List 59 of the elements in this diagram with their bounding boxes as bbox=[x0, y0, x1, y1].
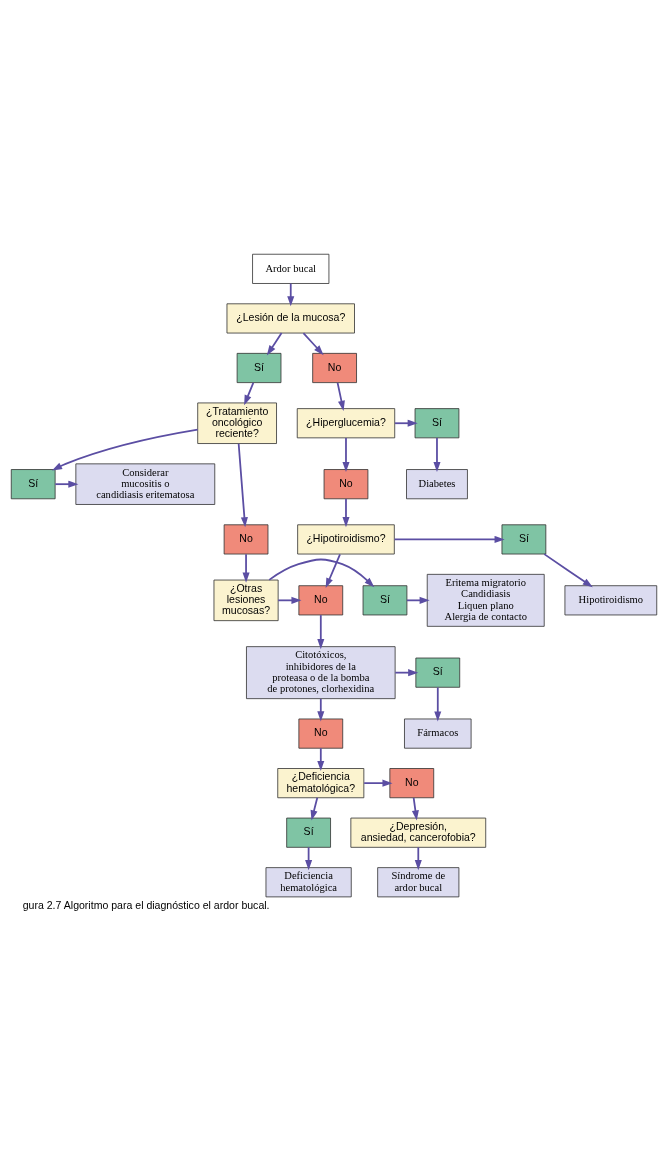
node-box: No bbox=[389, 768, 435, 799]
arrow bbox=[268, 558, 375, 588]
node-box: Deficiencia hematológica bbox=[265, 867, 352, 898]
arrow bbox=[342, 437, 350, 473]
arrow bbox=[302, 332, 324, 356]
arrow bbox=[266, 332, 283, 356]
arrow bbox=[305, 846, 313, 871]
node-box: ¿Otras lesiones mucosas? bbox=[213, 579, 279, 622]
node-box: Sí bbox=[415, 657, 461, 688]
arrow bbox=[406, 596, 430, 604]
node-box: ¿Tratamiento oncológico reciente? bbox=[197, 402, 277, 444]
node-box: Diabetes bbox=[406, 469, 468, 500]
node-box: No bbox=[298, 718, 344, 749]
arrow bbox=[363, 779, 393, 787]
node-box: ¿Depresión, ansiedad, cancerofobia? bbox=[350, 817, 487, 848]
arrow bbox=[317, 614, 325, 650]
node-box: Sí bbox=[10, 469, 56, 500]
arrow bbox=[414, 846, 422, 871]
node-box: No bbox=[312, 352, 357, 383]
arrow bbox=[325, 553, 341, 589]
node-box: No bbox=[323, 469, 369, 500]
node-box: Sí bbox=[501, 524, 547, 555]
arrow bbox=[242, 553, 250, 583]
arrow bbox=[543, 553, 593, 588]
arrow bbox=[393, 535, 505, 543]
arrow bbox=[394, 419, 418, 427]
arrow bbox=[342, 498, 350, 528]
node-box: ¿Hiperglucemia? bbox=[296, 408, 396, 439]
arrow bbox=[237, 442, 248, 528]
node-box: Sí bbox=[414, 408, 460, 439]
arrow bbox=[52, 428, 199, 471]
arrow bbox=[317, 698, 325, 722]
node-box: Ardor bucal bbox=[252, 253, 330, 284]
arrow bbox=[310, 796, 319, 821]
node-box: No bbox=[298, 585, 344, 616]
arrow bbox=[244, 382, 255, 406]
arrow bbox=[54, 480, 79, 488]
node-box: Hipotiroidismo bbox=[564, 585, 658, 616]
arrow bbox=[287, 282, 295, 307]
arrow bbox=[394, 669, 419, 677]
arrow bbox=[277, 596, 302, 604]
node-box: ¿Hipotiroidismo? bbox=[297, 524, 395, 555]
node-box: ¿Deficiencia hematológica? bbox=[277, 768, 365, 799]
node-box: Sí bbox=[362, 585, 408, 616]
arrow bbox=[317, 747, 325, 772]
node-box: Considerar mucositis o candidiasis eritematosa bbox=[75, 463, 216, 505]
node-box: Citotóxicos, inhibidores de la proteasa o de la bomba de protones, clorhexidina bbox=[246, 646, 396, 700]
node-box: Sí bbox=[236, 352, 282, 383]
node-box: Eritema migratorio Candidiasis Liquen plano Alergia de contacto bbox=[426, 573, 545, 627]
node-box: Sí bbox=[286, 817, 331, 848]
arrow bbox=[433, 437, 441, 473]
arrow bbox=[411, 796, 419, 821]
arrow bbox=[434, 686, 442, 722]
node-box: No bbox=[223, 524, 269, 555]
node-box: Fármacos bbox=[404, 718, 472, 749]
arrow bbox=[336, 382, 345, 411]
node-box: ¿Lesión de la mucosa? bbox=[226, 303, 355, 334]
node-box: Síndrome de ardor bucal bbox=[377, 867, 460, 898]
caption: gura 2.7 Algoritmo para el diagnóstico el ardor bucal. bbox=[22, 898, 270, 911]
